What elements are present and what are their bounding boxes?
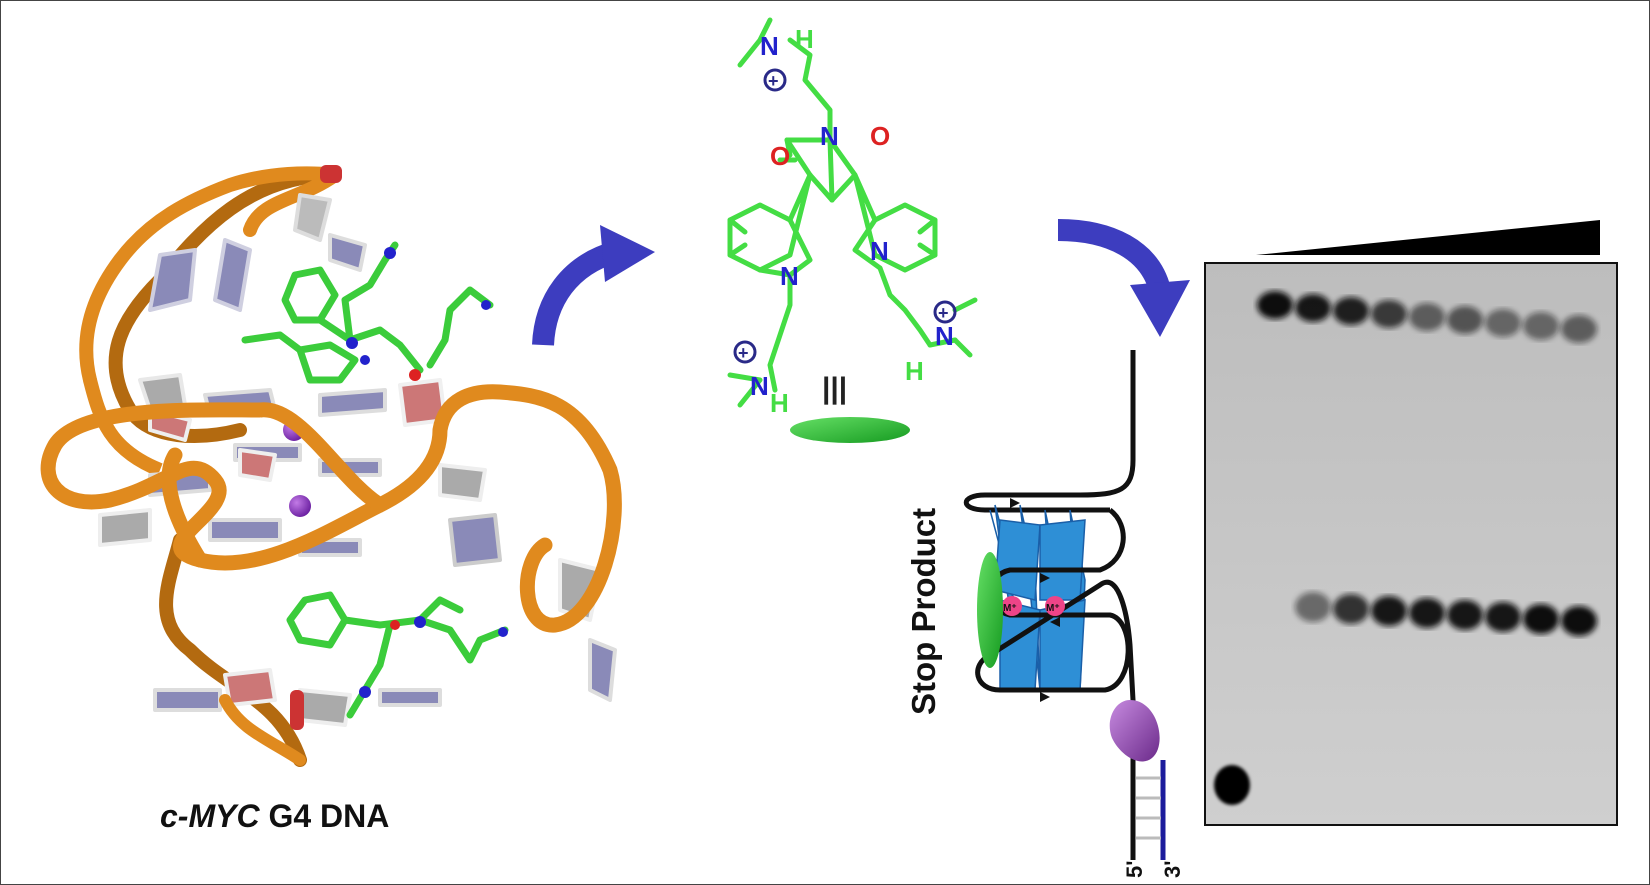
full-length-band (1409, 303, 1445, 331)
full-length-band (1485, 309, 1521, 337)
atom-label: H (770, 388, 789, 418)
gel-bands (1214, 291, 1597, 805)
stop-product-band (1295, 592, 1331, 622)
stop-product-label: Stop Product (905, 508, 942, 715)
stop-product-band (1371, 596, 1407, 626)
five-prime-label: 5' (1122, 861, 1147, 878)
bound-ligand-sticks (241, 241, 509, 719)
concentration-gradient-wedge (1256, 220, 1600, 255)
backbone-ribbon-front (40, 384, 622, 633)
g4-schematic: M⁺ M⁺ 5' 3' Stop Product (905, 350, 1185, 878)
stop-product-band (1485, 602, 1521, 632)
full-length-band (1295, 294, 1331, 322)
g4-structure-model: c-MYC G4 DNA (40, 165, 622, 834)
curved-arrow-right (1057, 219, 1190, 337)
gel-image (1204, 262, 1618, 826)
stop-product-band (1523, 604, 1559, 634)
atom-label: N (935, 321, 954, 351)
positive-charge-icon: + + + (733, 68, 957, 364)
equivalence-symbol: ||| (822, 372, 847, 405)
svg-text:+: + (738, 343, 749, 363)
stop-product-band (1447, 600, 1483, 630)
potassium-ion (289, 495, 311, 517)
atom-label: O (770, 141, 790, 171)
full-length-band (1523, 312, 1559, 340)
svg-text:+: + (768, 71, 779, 91)
full-length-band (1257, 291, 1293, 319)
svg-text:+: + (938, 303, 949, 323)
atom-label: H (795, 24, 814, 54)
atom-label: O (870, 121, 890, 151)
atom-label: N (820, 121, 839, 151)
curved-arrow-left (532, 225, 655, 346)
atom-label: N (750, 371, 769, 401)
ligand-heteroatoms (346, 247, 508, 698)
atom-label: N (780, 261, 799, 291)
structure-caption: c-MYC G4 DNA (160, 798, 389, 834)
primer-band (1214, 765, 1250, 805)
gel-panel (1204, 220, 1618, 826)
atom-label: H (905, 356, 924, 386)
ligand-disc-icon (790, 417, 910, 443)
full-length-band (1447, 306, 1483, 334)
metal-ion-label: M⁺ (1003, 603, 1017, 614)
atom-label: N (760, 31, 779, 61)
metal-ion-label: M⁺ (1046, 603, 1060, 614)
stop-product-band (1409, 598, 1445, 628)
polymerase-icon (1109, 700, 1160, 762)
ligand-disc-icon (977, 552, 1003, 668)
full-length-band (1333, 297, 1369, 325)
stop-product-band (1333, 594, 1369, 624)
ligand-chemical-structure: N H N O O N N N H N H + + + ||| (727, 17, 978, 443)
three-prime-label: 3' (1160, 861, 1185, 878)
full-length-band (1371, 300, 1407, 328)
stop-product-band (1561, 606, 1597, 636)
atom-label: N (870, 236, 889, 266)
full-length-band (1561, 315, 1597, 343)
